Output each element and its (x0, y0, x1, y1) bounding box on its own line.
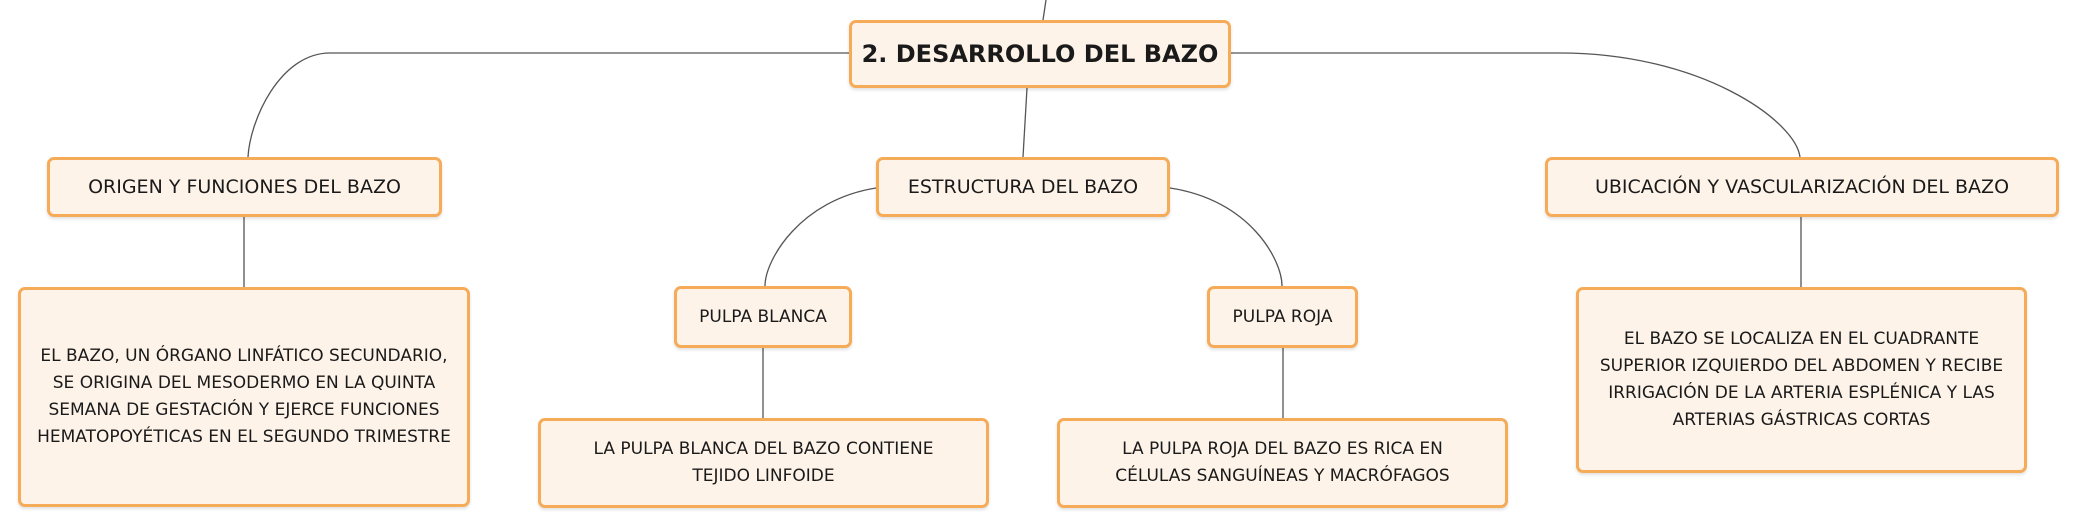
subtopic-pulpa-blanca-node[interactable]: PULPA BLANCA (674, 286, 852, 348)
detail-pulpa-blanca-node[interactable]: LA PULPA BLANCA DEL BAZO CONTIENE TEJIDO… (538, 418, 989, 508)
root-topic-node[interactable]: 2. DESARROLLO DEL BAZO (849, 20, 1231, 88)
connector-parent-to-root (1042, 0, 1047, 21)
detail-origen-node[interactable]: EL BAZO, UN ÓRGANO LINFÁTICO SECUNDARIO,… (18, 287, 470, 507)
connector-root-to-estructura (1022, 87, 1028, 158)
detail-origen-text: EL BAZO, UN ÓRGANO LINFÁTICO SECUNDARIO,… (37, 346, 451, 447)
detail-pulpa-roja-text: LA PULPA ROJA DEL BAZO ES RICA EN CÉLULA… (1115, 439, 1450, 486)
topic-origen-label: ORIGEN Y FUNCIONES DEL BAZO (88, 176, 401, 198)
subtopic-pulpa-roja-label: PULPA ROJA (1232, 307, 1333, 327)
topic-ubicacion-node[interactable]: UBICACIÓN Y VASCULARIZACIÓN DEL BAZO (1545, 157, 2059, 217)
detail-ubicacion-node[interactable]: EL BAZO SE LOCALIZA EN EL CUADRANTE SUPE… (1576, 287, 2027, 473)
detail-pulpa-blanca-text: LA PULPA BLANCA DEL BAZO CONTIENE TEJIDO… (593, 439, 934, 486)
subtopic-pulpa-blanca-label: PULPA BLANCA (699, 307, 827, 327)
connector-estructura-to-pulpa-roja (1169, 187, 1283, 287)
detail-pulpa-roja-node[interactable]: LA PULPA ROJA DEL BAZO ES RICA EN CÉLULA… (1057, 418, 1508, 508)
topic-origen-node[interactable]: ORIGEN Y FUNCIONES DEL BAZO (47, 157, 442, 217)
detail-ubicacion-text: EL BAZO SE LOCALIZA EN EL CUADRANTE SUPE… (1599, 329, 2004, 430)
connector-root-to-ubicacion (1231, 52, 1801, 158)
connector-estructura-to-pulpa-blanca (764, 187, 877, 287)
subtopic-pulpa-roja-node[interactable]: PULPA ROJA (1207, 286, 1358, 348)
connector-root-to-origen (247, 52, 849, 158)
topic-ubicacion-label: UBICACIÓN Y VASCULARIZACIÓN DEL BAZO (1594, 176, 2010, 198)
root-topic-label: 2. DESARROLLO DEL BAZO (861, 40, 1219, 68)
topic-estructura-node[interactable]: ESTRUCTURA DEL BAZO (876, 157, 1170, 217)
topic-estructura-label: ESTRUCTURA DEL BAZO (907, 176, 1139, 198)
